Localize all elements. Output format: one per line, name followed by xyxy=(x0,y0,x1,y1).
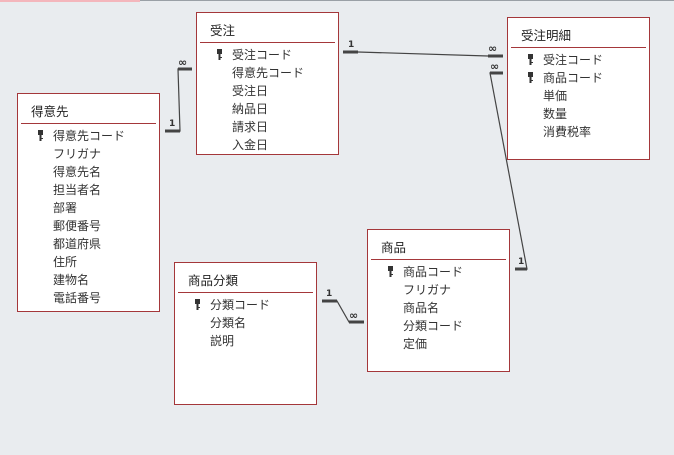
one-marker: 1 xyxy=(518,257,525,267)
field-item[interactable]: 受注コード xyxy=(197,46,338,64)
field-item[interactable]: 数量 xyxy=(508,105,649,123)
field-item[interactable]: 得意先コード xyxy=(18,127,159,145)
field-name: 説明 xyxy=(210,334,235,348)
divider xyxy=(371,259,506,260)
field-list: 受注コード商品コード単価数量消費税率 xyxy=(508,51,649,141)
many-marker: ∞ xyxy=(488,42,498,55)
field-list: 受注コード得意先コード受注日納品日請求日入金日 xyxy=(197,46,338,154)
field-name: 定価 xyxy=(403,337,428,351)
field-name: 請求日 xyxy=(232,120,269,134)
primary-key-icon xyxy=(217,49,222,60)
primary-key-icon xyxy=(528,54,533,65)
one-marker: 1 xyxy=(169,119,176,129)
divider xyxy=(511,47,646,48)
field-item[interactable]: フリガナ xyxy=(18,145,159,163)
field-name: 受注日 xyxy=(232,84,269,98)
field-item[interactable]: 入金日 xyxy=(197,136,338,154)
field-name: 分類コード xyxy=(210,298,271,312)
field-item[interactable]: 住所 xyxy=(18,253,159,271)
field-item[interactable]: 商品コード xyxy=(368,263,509,281)
field-item[interactable]: 消費税率 xyxy=(508,123,649,141)
field-item[interactable]: 建物名 xyxy=(18,271,159,289)
field-item[interactable]: 郵便番号 xyxy=(18,217,159,235)
field-name: 商品コード xyxy=(543,71,604,85)
field-list: 分類コード分類名説明 xyxy=(175,296,316,350)
field-name: 分類コード xyxy=(403,319,464,333)
field-name: 建物名 xyxy=(53,273,90,287)
table-title[interactable]: 得意先 xyxy=(31,104,69,119)
field-item[interactable]: 商品名 xyxy=(368,299,509,317)
field-name: 電話番号 xyxy=(53,291,102,305)
field-name: 数量 xyxy=(543,107,568,121)
field-name: 得意先コード xyxy=(53,129,126,143)
field-name: 郵便番号 xyxy=(53,219,102,233)
field-item[interactable]: 納品日 xyxy=(197,100,338,118)
one-marker: 1 xyxy=(326,289,333,299)
many-marker: ∞ xyxy=(349,309,359,322)
field-list: 商品コードフリガナ商品名分類コード定価 xyxy=(368,263,509,353)
primary-key-icon xyxy=(38,130,43,141)
field-name: 部署 xyxy=(53,201,78,215)
field-item[interactable]: 請求日 xyxy=(197,118,338,136)
field-item[interactable]: 商品コード xyxy=(508,69,649,87)
field-item[interactable]: 受注コード xyxy=(508,51,649,69)
divider xyxy=(21,123,156,124)
field-item[interactable]: フリガナ xyxy=(368,281,509,299)
field-name: 商品名 xyxy=(403,301,440,315)
many-marker: ∞ xyxy=(490,60,500,73)
field-name: 単価 xyxy=(543,89,568,103)
one-marker: 1 xyxy=(348,40,355,50)
field-list: 得意先コードフリガナ得意先名担当者名部署郵便番号都道府県住所建物名電話番号 xyxy=(18,127,159,307)
divider xyxy=(178,292,313,293)
table-customer[interactable]: 得意先得意先コードフリガナ得意先名担当者名部署郵便番号都道府県住所建物名電話番号 xyxy=(17,93,160,312)
field-item[interactable]: 分類コード xyxy=(175,296,316,314)
table-order[interactable]: 受注受注コード得意先コード受注日納品日請求日入金日 xyxy=(196,12,339,155)
field-name: 消費税率 xyxy=(543,125,592,139)
field-item[interactable]: 単価 xyxy=(508,87,649,105)
field-item[interactable]: 分類名 xyxy=(175,314,316,332)
title-bar-accent xyxy=(0,0,140,2)
field-name: 納品日 xyxy=(232,102,269,116)
primary-key-icon xyxy=(528,72,533,83)
field-item[interactable]: 得意先名 xyxy=(18,163,159,181)
title-bar-divider xyxy=(140,0,674,1)
field-item[interactable]: 分類コード xyxy=(368,317,509,335)
field-name: 得意先名 xyxy=(53,165,102,179)
table-order-detail[interactable]: 受注明細受注コード商品コード単価数量消費税率 xyxy=(507,17,650,160)
field-name: 受注コード xyxy=(543,53,604,67)
primary-key-icon xyxy=(388,266,393,277)
table-product[interactable]: 商品商品コードフリガナ商品名分類コード定価 xyxy=(367,229,510,372)
divider xyxy=(200,42,335,43)
field-name: 分類名 xyxy=(210,316,247,330)
field-name: 都道府県 xyxy=(53,237,102,251)
table-title[interactable]: 受注明細 xyxy=(521,28,572,43)
table-title[interactable]: 受注 xyxy=(210,23,236,38)
field-name: 受注コード xyxy=(232,48,293,62)
field-item[interactable]: 都道府県 xyxy=(18,235,159,253)
field-name: フリガナ xyxy=(53,147,102,161)
primary-key-icon xyxy=(195,299,200,310)
field-name: 入金日 xyxy=(232,138,269,152)
field-name: 得意先コード xyxy=(232,66,305,80)
field-item[interactable]: 電話番号 xyxy=(18,289,159,307)
field-name: フリガナ xyxy=(403,283,452,297)
field-name: 担当者名 xyxy=(53,183,102,197)
many-marker: ∞ xyxy=(178,56,188,69)
field-item[interactable]: 担当者名 xyxy=(18,181,159,199)
table-title[interactable]: 商品分類 xyxy=(188,273,239,288)
table-title[interactable]: 商品 xyxy=(381,240,407,255)
relationship-line-order-detail xyxy=(343,51,503,57)
field-name: 商品コード xyxy=(403,265,464,279)
field-item[interactable]: 受注日 xyxy=(197,82,338,100)
field-name: 住所 xyxy=(53,255,78,269)
field-item[interactable]: 部署 xyxy=(18,199,159,217)
field-item[interactable]: 説明 xyxy=(175,332,316,350)
field-item[interactable]: 定価 xyxy=(368,335,509,353)
table-product-category[interactable]: 商品分類分類コード分類名説明 xyxy=(174,262,317,405)
field-item[interactable]: 得意先コード xyxy=(197,64,338,82)
